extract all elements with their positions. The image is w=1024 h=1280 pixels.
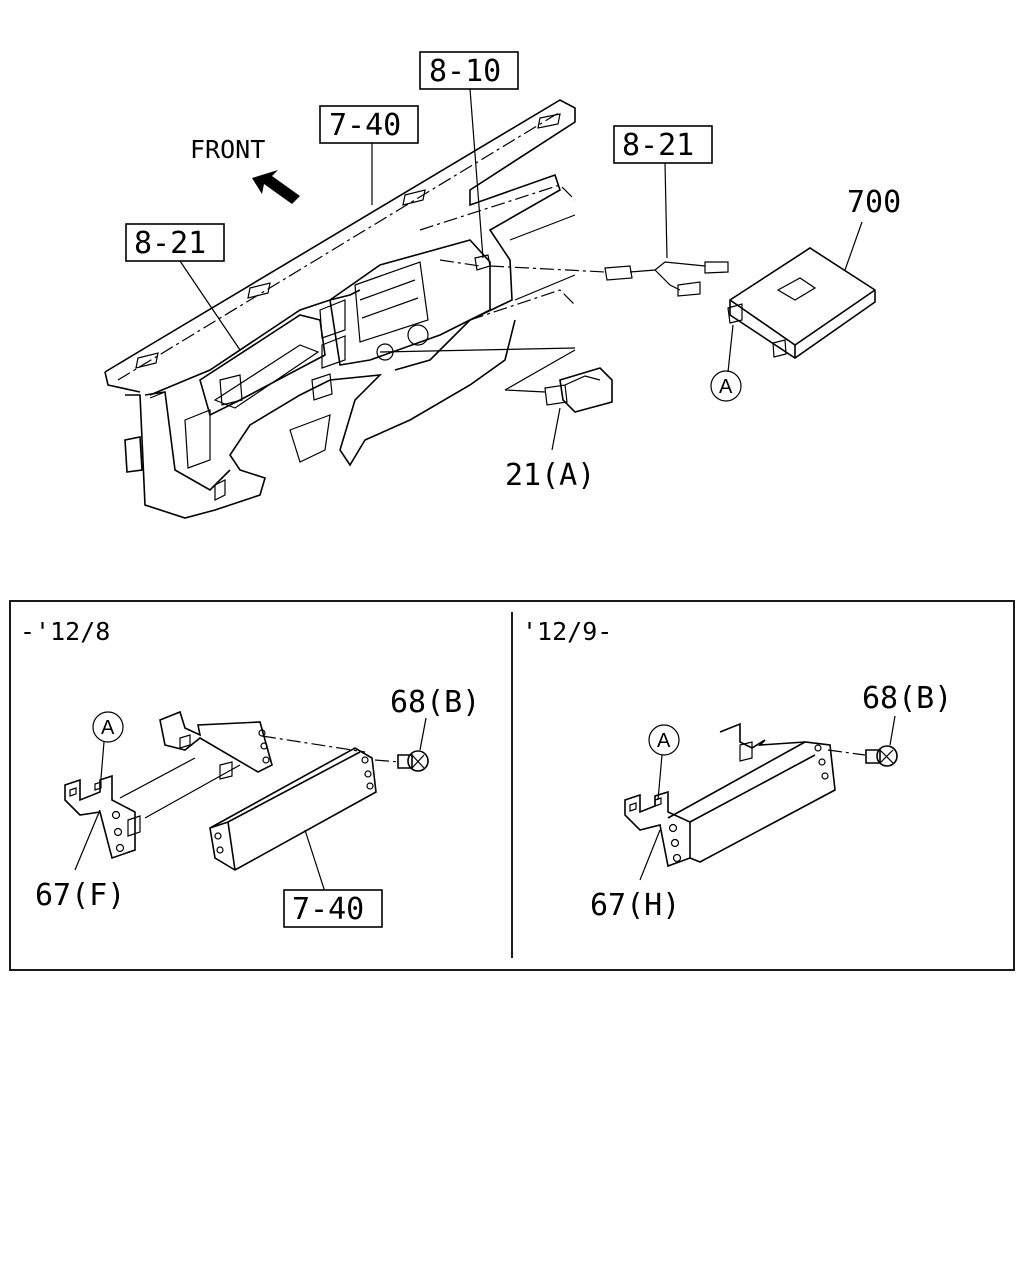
variant-left: -'12/8 A 67(F) — [20, 617, 480, 928]
dashboard-assembly — [104, 99, 576, 519]
circle-a-top: A — [719, 376, 733, 398]
part-67f-label: 67(F) — [35, 878, 125, 913]
control-unit-700: 700 A — [710, 185, 901, 402]
callout-8-10: 8-10 — [419, 51, 519, 271]
part-68b-left-label: 68(B) — [390, 685, 480, 720]
switch-21a: 21(A) — [379, 347, 613, 493]
callout-8-21-right-label: 8-21 — [622, 128, 694, 163]
front-direction-indicator: FRONT — [190, 135, 300, 204]
callout-7-40-bottom-label: 7-40 — [292, 892, 364, 927]
callout-7-40-top-label: 7-40 — [329, 108, 401, 143]
period-left-label: -'12/8 — [20, 617, 110, 646]
part-67h-label: 67(H) — [590, 888, 680, 923]
circle-a-left: A — [101, 717, 115, 739]
part-21a-label: 21(A) — [505, 458, 595, 493]
front-arrow-icon — [252, 170, 300, 204]
variant-right: '12/9- A 67(H) 68(B) — [522, 617, 952, 923]
callout-8-10-label: 8-10 — [429, 54, 501, 89]
front-label: FRONT — [190, 135, 265, 164]
part-68b-right-label: 68(B) — [862, 681, 952, 716]
part-700-label: 700 — [847, 185, 901, 220]
period-right-label: '12/9- — [522, 617, 612, 646]
circle-a-right: A — [657, 730, 671, 752]
callout-7-40-top: 7-40 — [319, 105, 419, 205]
variant-panel — [9, 600, 1015, 971]
callout-8-21-left: 8-21 — [125, 223, 241, 351]
callout-8-21-left-label: 8-21 — [134, 226, 206, 261]
wiring-harness — [489, 261, 729, 297]
callout-8-21-right: 8-21 — [613, 125, 713, 259]
